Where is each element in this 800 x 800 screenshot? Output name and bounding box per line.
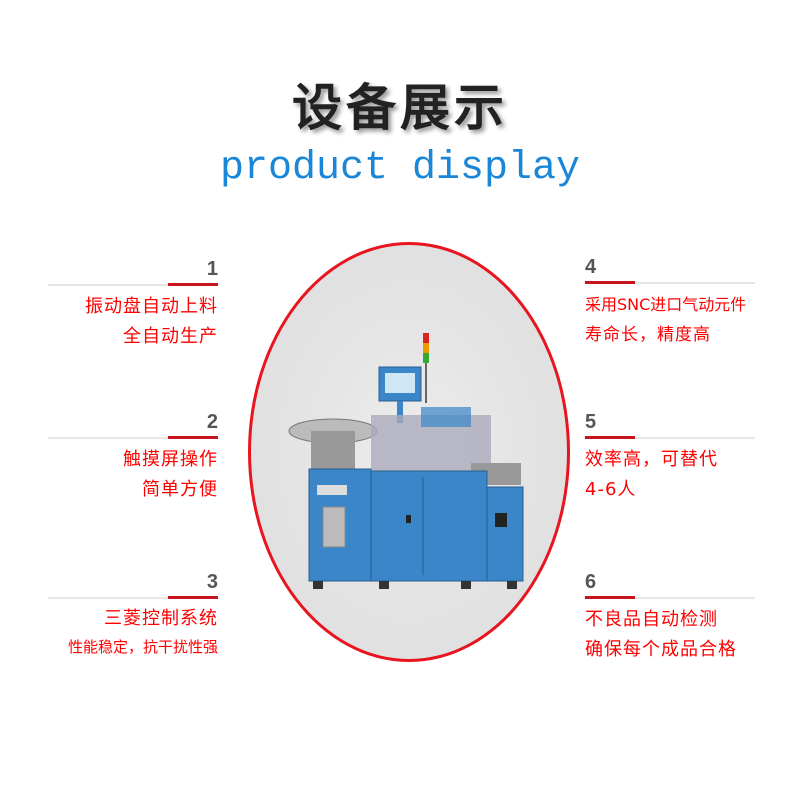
feature-number: 1 xyxy=(206,258,218,280)
feature-2: 2 触摸屏操作 简单方便 xyxy=(48,411,218,505)
feature-number: 4 xyxy=(585,256,597,278)
machine-illustration xyxy=(288,333,524,589)
page-title: 设备展示 xyxy=(292,79,508,137)
divider xyxy=(48,436,218,439)
divider xyxy=(48,283,218,286)
divider xyxy=(585,436,755,439)
feature-number: 5 xyxy=(585,411,597,433)
feature-line: 性能稳定，抗干扰性强 xyxy=(67,638,218,656)
feature-line: 寿命长，精度高 xyxy=(585,325,711,345)
feature-line: 振动盘自动上料 xyxy=(85,296,218,317)
feature-6: 6 不良品自动检测 确保每个成品合格 xyxy=(585,571,755,665)
feature-number: 2 xyxy=(206,411,218,433)
divider xyxy=(585,596,755,599)
page-subtitle: product display xyxy=(219,146,581,191)
feature-3: 3 三菱控制系统 性能稳定，抗干扰性强 xyxy=(48,571,218,661)
feature-number: 6 xyxy=(585,571,597,593)
feature-line: 触摸屏操作 xyxy=(123,449,218,470)
feature-line: 三菱控制系统 xyxy=(104,608,218,629)
feature-line: 采用SNC进口气动元件 xyxy=(585,295,747,314)
feature-4: 4 采用SNC进口气动元件 寿命长，精度高 xyxy=(585,256,755,350)
feature-line: 效率高，可替代 xyxy=(585,449,718,470)
machine-photo-frame xyxy=(248,242,570,662)
feature-line: 全自动生产 xyxy=(123,326,218,347)
divider xyxy=(585,281,755,284)
feature-1: 1 振动盘自动上料 全自动生产 xyxy=(48,258,218,352)
feature-line: 简单方便 xyxy=(142,479,218,500)
feature-5: 5 效率高，可替代 4-6人 xyxy=(585,411,755,505)
divider xyxy=(48,596,218,599)
feature-number: 3 xyxy=(206,571,218,593)
feature-line: 4-6人 xyxy=(585,479,637,500)
feature-line: 确保每个成品合格 xyxy=(585,639,737,660)
feature-line: 不良品自动检测 xyxy=(585,609,718,630)
